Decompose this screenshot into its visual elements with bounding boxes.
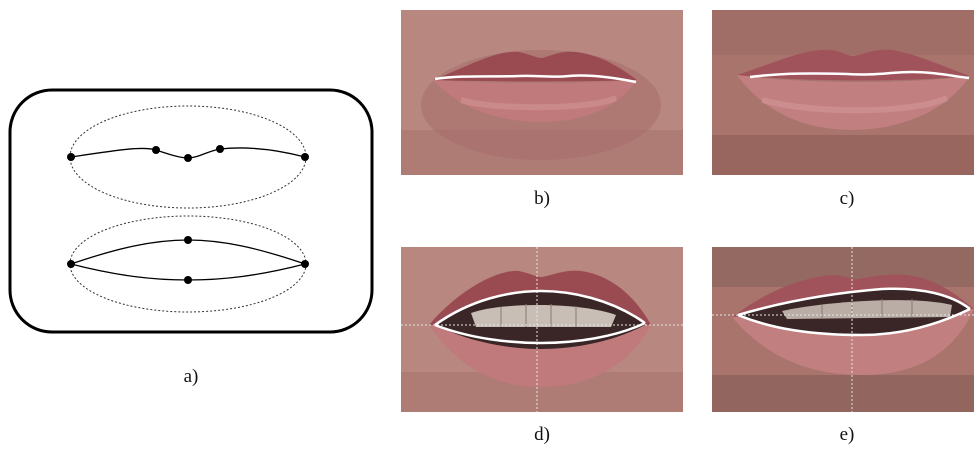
caption-c: c) xyxy=(839,188,855,209)
upper-right-peak-point xyxy=(216,145,224,153)
lip-contour-b xyxy=(434,74,637,84)
caption-b: b) xyxy=(534,188,550,209)
caption-e: e) xyxy=(839,424,855,445)
inner-upper-contour-d xyxy=(434,289,646,327)
lower-left-corner-point xyxy=(67,260,75,268)
caption-a: a) xyxy=(183,366,199,387)
upper-left-corner-point xyxy=(67,153,75,161)
panel-b-closed-lips xyxy=(401,10,683,175)
lower-bottom-point xyxy=(184,276,192,284)
inner-upper-contour-e xyxy=(737,287,971,317)
lower-top-point xyxy=(184,236,192,244)
panel-d-open-lips xyxy=(401,247,683,412)
model-frame xyxy=(8,88,374,334)
inner-lower-contour-d xyxy=(434,321,646,345)
upper-right-corner-point xyxy=(301,153,309,161)
photo-c xyxy=(712,10,974,175)
photo-e xyxy=(712,247,974,412)
inner-lower-contour-e xyxy=(737,307,971,337)
upper-center-point xyxy=(184,154,192,162)
panel-a-lip-model xyxy=(8,88,374,334)
caption-d: d) xyxy=(534,424,550,445)
upper-left-peak-point xyxy=(152,146,160,154)
lip-model-diagram xyxy=(8,88,374,334)
lower-right-corner-point xyxy=(301,260,309,268)
photo-b xyxy=(401,10,683,175)
panel-e-open-lips xyxy=(712,247,974,412)
panel-c-closed-lips xyxy=(712,10,974,175)
lip-contour-c xyxy=(749,70,970,80)
photo-d xyxy=(401,247,683,412)
